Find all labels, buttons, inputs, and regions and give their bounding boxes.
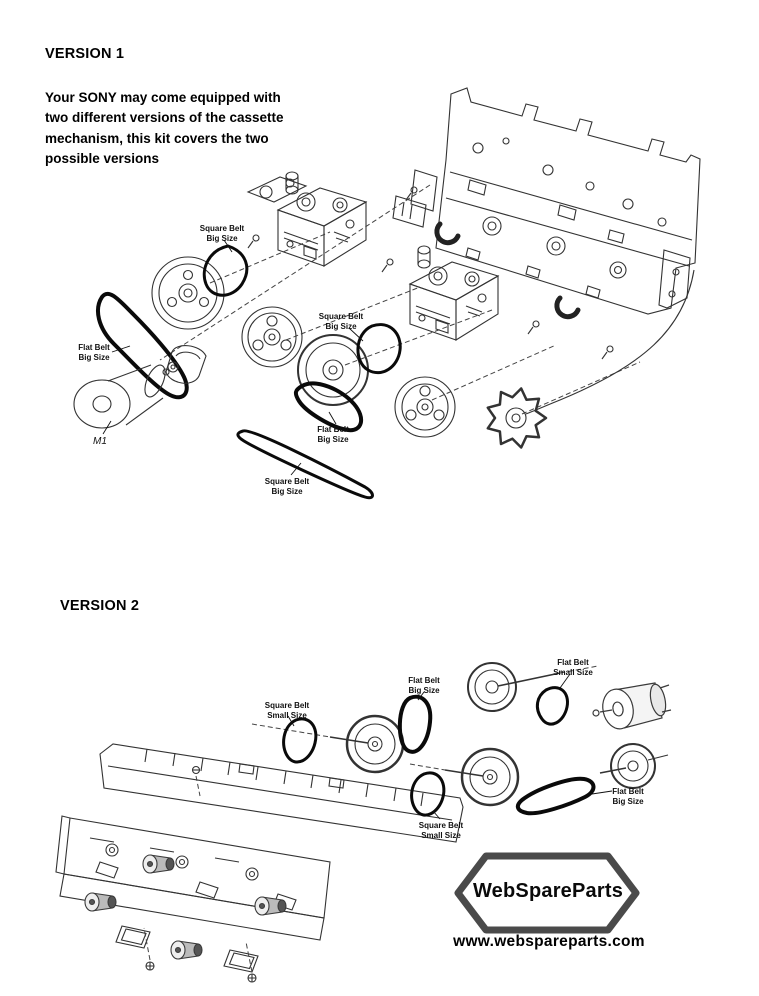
v2-square-belt-small-bottom (410, 771, 446, 817)
v2-small-motor-2 (170, 940, 203, 960)
v1-scalloped-wheel (486, 387, 548, 449)
label-line: Big Size (612, 797, 644, 807)
label-line: Square Belt (418, 821, 464, 830)
version2-heading: VERSION 2 (60, 598, 140, 614)
v2-flywheel-1 (251, 714, 405, 774)
v2-chassis (99, 743, 464, 843)
label-line: Square Belt (199, 224, 245, 233)
v2-motor (592, 682, 672, 730)
label-v1-square-belt-big-top: Square Belt Big Size (200, 224, 244, 245)
v1-screws (247, 186, 614, 360)
v1-square-belt-long (236, 429, 374, 500)
v1-square-belt-mid (356, 323, 402, 375)
label-line: Flat Belt (408, 676, 440, 685)
website-url: www.webspareparts.com (453, 933, 645, 950)
v2-screw-axes (143, 775, 253, 973)
v2-right-pulley (599, 743, 669, 789)
label-line: Flat Belt (78, 343, 110, 352)
v1-chassis (392, 87, 701, 315)
v2-small-motor-4 (142, 854, 175, 874)
label-v2-flat-belt-big-top: Flat Belt Big Size (408, 676, 440, 697)
label-line: Big Size (271, 487, 303, 497)
v1-flat-belt-mid (293, 381, 364, 433)
v2-top-pulley (467, 662, 599, 712)
v1-mechanism-a (277, 171, 367, 267)
label-line: Square Belt (264, 701, 310, 710)
v2-screws (145, 765, 257, 983)
v1-motor (73, 361, 179, 429)
v1-center-pulley (241, 306, 303, 368)
v2-flat-belt-small (535, 686, 569, 726)
v1-mechanism-b (409, 245, 499, 341)
label-v2-flat-belt-big-right: Flat Belt Big Size (612, 787, 644, 808)
v1-axis-lines (159, 184, 641, 415)
label-line: Small Size (553, 668, 593, 678)
label-line: Small Size (421, 831, 461, 841)
v2-flat-belt-big-top (397, 694, 433, 754)
label-v1-square-belt-big-mid: Square Belt Big Size (319, 312, 363, 333)
label-line: Square Belt (264, 477, 310, 486)
label-line: Small Size (267, 711, 307, 721)
v1-clamp-right (554, 295, 581, 320)
label-line: Square Belt (318, 312, 364, 321)
intro-line: two different versions of the cassette (45, 110, 284, 126)
v1-clamp-left (434, 221, 461, 246)
v2-flat-belt-big-right (515, 776, 596, 816)
v2-leader-lines (287, 673, 613, 820)
label-line: Big Size (206, 234, 238, 244)
webspareparts-logo-text: WebSpareParts (472, 880, 624, 902)
v1-flywheel-2 (394, 376, 456, 438)
label-line: Flat Belt (557, 658, 589, 667)
v2-front-assembly (55, 815, 331, 941)
label-v2-flat-belt-small: Flat Belt Small Size (553, 658, 593, 679)
version2-diagram (55, 662, 672, 983)
intro-line: Your SONY may come equipped with (45, 90, 281, 105)
v1-head-assembly (246, 176, 308, 203)
label-v1-flat-belt-big-mid: Flat Belt Big Size (317, 425, 349, 446)
logo-hexagon (454, 852, 640, 934)
version1-diagram (73, 87, 701, 500)
label-v1-square-belt-big-bottom: Square Belt Big Size (265, 477, 309, 498)
v1-square-belt-top (202, 244, 249, 297)
intro-line: mechanism, this kit covers the two (45, 130, 269, 146)
v2-small-motor-1 (84, 892, 117, 912)
v1-guide-curve (525, 269, 695, 415)
label-line: Big Size (317, 435, 349, 445)
version1-heading: VERSION 1 (45, 46, 125, 62)
label-line: Big Size (78, 353, 110, 363)
intro-line: possible versions (45, 150, 160, 166)
intro-paragraph: Your SONY may come equipped with two dif… (45, 88, 325, 169)
label-v2-square-belt-small-top: Square Belt Small Size (265, 701, 309, 722)
label-line: Big Size (408, 686, 440, 696)
label-v1-flat-belt-big-left: Flat Belt Big Size (78, 343, 110, 364)
v2-square-belt-small-top (282, 717, 318, 764)
label-line: Flat Belt (612, 787, 644, 796)
v1-leader-lines (102, 239, 364, 476)
v1-cradle-bracket (165, 345, 207, 384)
label-line: Flat Belt (317, 425, 349, 434)
label-v2-square-belt-small-bottom: Square Belt Small Size (419, 821, 463, 842)
v2-flywheel-2 (409, 747, 520, 807)
v1-flat-belt-left (96, 291, 189, 400)
label-line: Big Size (325, 322, 357, 332)
v2-small-motor-3 (254, 896, 287, 916)
label-v1-motor-m1: M1 (93, 436, 107, 447)
